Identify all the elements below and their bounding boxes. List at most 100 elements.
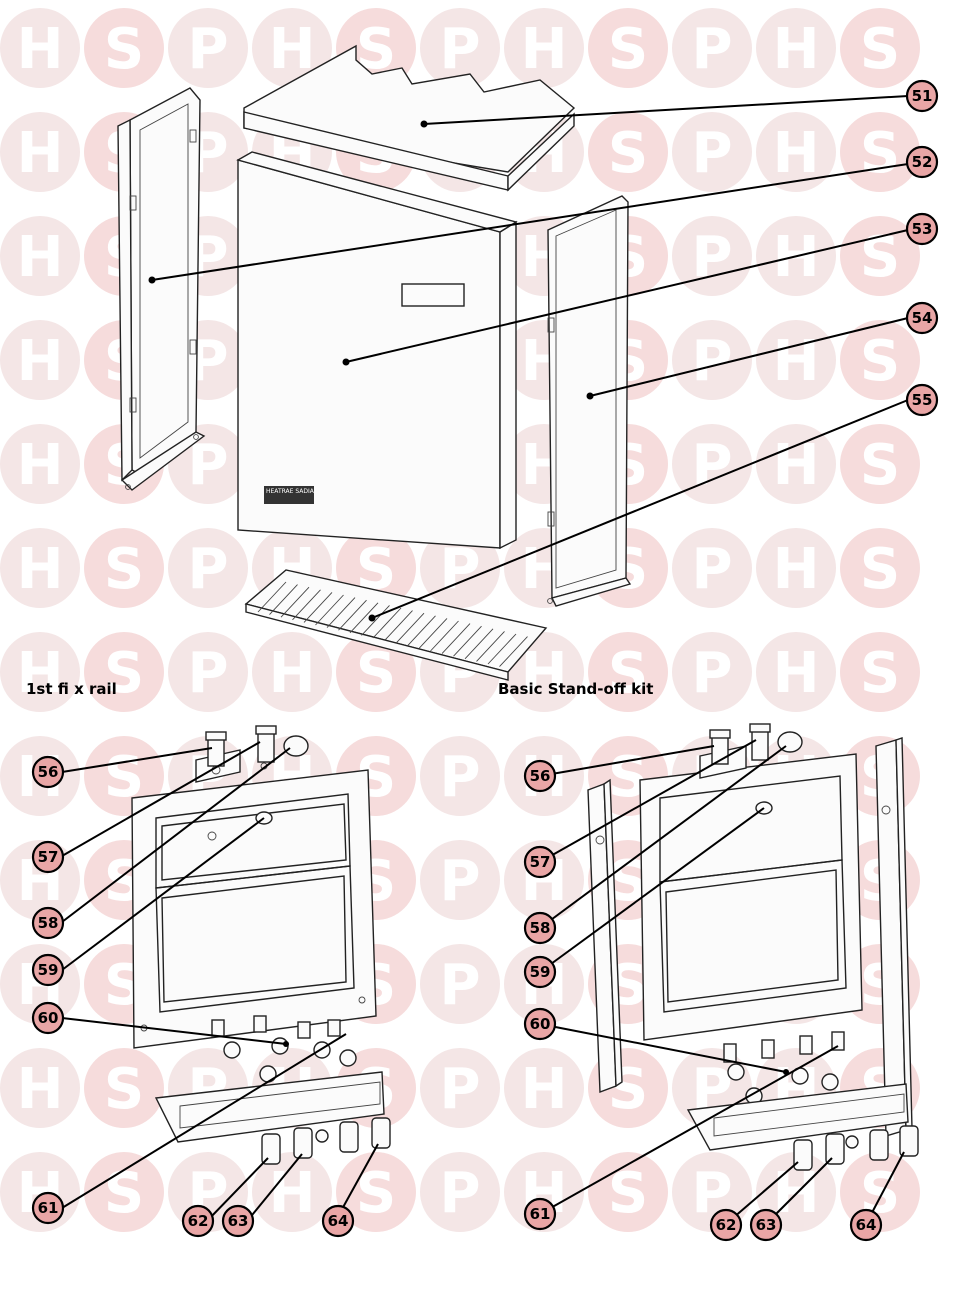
grille-slot [326,597,356,628]
callout-left-60[interactable]: 60 [31,1001,65,1035]
watermark-letter: H [521,641,568,706]
grille-slot [315,594,344,626]
watermark-letter: S [356,1161,396,1226]
watermark-letter: P [439,17,480,82]
grille-slot [464,628,494,660]
callout-left-61[interactable]: 61 [31,1191,65,1225]
watermark-circle [840,424,920,504]
watermark-circle [0,8,80,88]
callout-right-56[interactable]: 56 [523,759,557,793]
callout-54[interactable]: 54 [905,301,939,335]
callout-right-64[interactable]: 64 [849,1208,883,1242]
svg-text:59: 59 [38,961,59,979]
watermark-circle [420,1048,500,1128]
watermark-circle [504,1048,584,1128]
brand-logo: HEATRAE SADIA [266,488,315,495]
watermark-circle [252,632,332,712]
callout-left-59[interactable]: 59 [31,953,65,987]
watermark-circle [336,632,416,712]
callout-51[interactable]: 51 [905,79,939,113]
callout-52[interactable]: 52 [905,145,939,179]
bottom-grille-part [244,569,548,681]
watermark-circle [672,632,752,712]
callout-left-56[interactable]: 56 [31,755,65,789]
watermark-circle [756,528,836,608]
callout-right-63[interactable]: 63 [749,1208,783,1242]
watermark-circle [168,528,248,608]
callout-right-58[interactable]: 58 [523,911,557,945]
watermark-letter: P [439,1161,480,1226]
callout-right-59[interactable]: 59 [523,955,557,989]
watermark-letter: S [860,433,900,498]
grille-slot [303,592,333,623]
watermark-letter: H [17,537,64,602]
leader-lines [61,95,909,1225]
watermark-circle [756,632,836,712]
watermark-letter: H [17,121,64,186]
callout-right-62[interactable]: 62 [709,1208,743,1242]
watermark-letter: P [691,641,732,706]
watermark-letter: S [104,1161,144,1226]
grille-slot [269,584,298,615]
grille-slot [453,625,482,657]
svg-text:61: 61 [530,1205,551,1223]
watermark-letter: P [691,329,732,394]
watermark-circle [168,8,248,88]
watermark-letter: P [187,641,228,706]
callout-right-57[interactable]: 57 [523,845,557,879]
watermark-circle [252,8,332,88]
callout-badges: 51 52 53 54 55 56 57 58 59 60 61 62 63 6… [31,79,939,1242]
section-title-first-fix-rail: 1st fi x rail [26,680,117,698]
watermark-letter: H [17,225,64,290]
watermark-circle [0,320,80,400]
watermark-letter: S [608,17,648,82]
svg-text:56: 56 [38,763,59,781]
watermark-letter: S [608,641,648,706]
callout-53[interactable]: 53 [905,212,939,246]
watermark-letter: S [104,641,144,706]
svg-text:55: 55 [912,391,933,409]
watermark-circle [84,8,164,88]
watermark-circle [252,1152,332,1232]
svg-text:59: 59 [530,963,551,981]
watermark-circle [420,1152,500,1232]
watermark-letter: S [608,121,648,186]
watermark-circle [504,1152,584,1232]
watermark-circle [672,320,752,400]
stand-off-kit-assembly: Basic Stand-off kit [498,680,919,1171]
svg-text:57: 57 [38,848,59,866]
section-title-stand-off-kit: Basic Stand-off kit [498,680,653,698]
callout-left-64[interactable]: 64 [321,1204,355,1238]
svg-text:61: 61 [38,1199,59,1217]
watermark-circle [840,632,920,712]
watermark-letter: P [691,433,732,498]
callout-left-63[interactable]: 63 [221,1204,255,1238]
watermark-letter: H [269,1161,316,1226]
callout-right-61[interactable]: 61 [523,1197,557,1231]
watermark-circle [0,112,80,192]
watermark-circle [504,840,584,920]
watermark-circle [588,112,668,192]
grille-slot [361,605,390,636]
grille-slot [349,602,379,634]
callout-left-62[interactable]: 62 [181,1204,215,1238]
watermark-letter: S [860,17,900,82]
grille-slot [476,631,505,662]
watermark-letter: H [17,641,64,706]
watermark-letter: S [104,537,144,602]
watermark-circle [672,424,752,504]
watermark-letter: P [187,537,228,602]
watermark-circle [84,1048,164,1128]
callout-55[interactable]: 55 [905,383,939,417]
watermark-letter: H [773,537,820,602]
watermark-circle [420,8,500,88]
watermark-circle [840,216,920,296]
grille-slot [499,636,528,667]
watermark-letter: P [439,537,480,602]
watermark-letter: P [439,849,480,914]
left-side-panel-part [117,87,206,491]
callout-left-57[interactable]: 57 [31,840,65,874]
callout-right-60[interactable]: 60 [523,1007,557,1041]
callout-left-58[interactable]: 58 [31,906,65,940]
watermark-circle [420,736,500,816]
